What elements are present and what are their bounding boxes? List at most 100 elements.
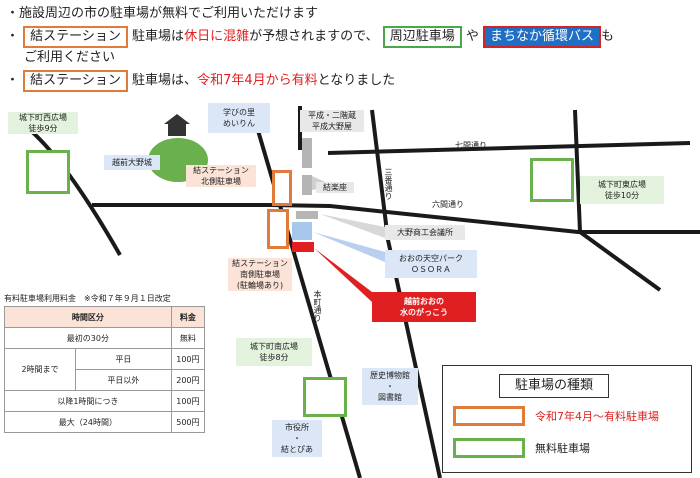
- building-heisei: [302, 138, 312, 168]
- table-cell: 以降1時間につき: [4, 390, 172, 412]
- table-header-row: 時間区分 料金: [4, 306, 206, 328]
- label-heisei: 平成・二階蔵 平成大野屋: [300, 110, 364, 132]
- loop-bus-box: まちなか循環バス: [483, 26, 602, 48]
- parking-yui-south: [267, 209, 289, 249]
- label-yuirakuza: 結楽座: [316, 182, 354, 193]
- label-east-plaza: 城下町東広場 徒歩10分: [580, 176, 664, 204]
- notice-text: ご利用ください: [24, 50, 116, 65]
- label-line: 水のがっこう: [400, 308, 448, 317]
- label-line: ＯＳＯＲＡ: [411, 265, 451, 274]
- fee-table: 時間区分 料金 最初の30分 無料 2時間まで 平日 100円 平日以外 200…: [4, 306, 206, 433]
- label-osora: おおの天空パーク ＯＳＯＲＡ: [385, 250, 477, 278]
- label-museum: 歴史博物館 ・ 図書館: [362, 368, 418, 405]
- label-south-plaza: 城下町南広場 徒歩8分: [236, 338, 312, 366]
- label-line: 結ステーション: [232, 259, 288, 268]
- table-cell: 2時間まで: [4, 348, 76, 391]
- notice-text: 駐車場は、: [132, 73, 198, 88]
- label-line: 城下町南広場: [250, 342, 298, 351]
- label-line: おおの天空パーク: [399, 254, 463, 263]
- label-honmachi: 本町通り: [313, 290, 322, 322]
- notice-line-2: ・ 結ステーション 駐車場は休日に混雑が予想されますので、 周辺駐車場 や まち…: [6, 26, 614, 48]
- label-line: 徒歩8分: [259, 353, 289, 362]
- table-cell: 平日以外: [75, 369, 172, 391]
- label-line: ・: [293, 434, 301, 443]
- notice-text: も: [601, 29, 615, 44]
- label-line: 結ステーション: [193, 166, 249, 175]
- label-yui-south: 結ステーション 南側駐車場 (駐輪場あり): [228, 258, 292, 291]
- notice-line-3: ご利用ください: [24, 48, 115, 68]
- label-line: 平成大野屋: [312, 122, 352, 131]
- label-line: ・: [386, 382, 394, 391]
- label-line: 北側駐車場: [201, 177, 241, 186]
- table-row: 平日以外 200円: [5, 369, 206, 391]
- label-shokokai: 大野商工会議所: [385, 225, 465, 240]
- road-east: [573, 109, 662, 292]
- road-sanban: [370, 109, 442, 478]
- notice-line-4: ・ 結ステーション 駐車場は、令和7年4月から有料となりました: [6, 70, 395, 92]
- table-cell: 200円: [170, 369, 206, 391]
- legend-paid-swatch: [453, 406, 525, 426]
- label-line: 歴史博物館: [370, 371, 410, 380]
- road-rokken: [269, 203, 700, 234]
- road-shichiken: [327, 141, 691, 155]
- label-west-plaza: 城下町西広場 徒歩9分: [8, 112, 78, 134]
- notice-red-text: 令和7年4月から有料: [197, 73, 318, 88]
- label-line: めいりん: [223, 119, 255, 128]
- label-line: 城下町西広場: [19, 113, 67, 122]
- parking-east-plaza: [530, 158, 574, 202]
- legend-paid-label: 令和7年4月～有料駐車場: [535, 410, 659, 423]
- label-line: 徒歩9分: [28, 124, 58, 133]
- table-cell: 無料: [170, 327, 206, 349]
- label-yui-north: 結ステーション 北側駐車場: [186, 165, 256, 187]
- notice-text: が予想されますので、: [249, 29, 379, 44]
- label-line: 結とぴあ: [281, 445, 313, 454]
- callout-osora: [313, 232, 385, 262]
- parking-west-plaza: [26, 150, 70, 194]
- notice-text: 駐車場は: [132, 29, 185, 44]
- legend: 駐車場の種類 令和7年4月～有料駐車場 無料駐車場: [442, 365, 692, 473]
- table-header: 料金: [170, 306, 206, 328]
- label-line: 徒歩10分: [604, 191, 640, 200]
- notice-red-text: 休日に混雑: [184, 29, 250, 44]
- bullet: ・: [6, 29, 20, 44]
- label-city-hall: 市役所 ・ 結とぴあ: [272, 420, 322, 457]
- table-cell: 500円: [170, 411, 206, 433]
- label-line: 城下町東広場: [598, 180, 646, 189]
- table-cell: 100円: [170, 390, 206, 412]
- label-shichiken: 七間通り: [455, 141, 487, 150]
- yui-station-box: 結ステーション: [23, 70, 128, 92]
- notice-text: や: [465, 29, 479, 44]
- table-row: 以降1時間につき 100円: [4, 390, 206, 412]
- label-line: (駐輪場あり): [236, 281, 284, 290]
- table-cell: 最初の30分: [4, 327, 172, 349]
- legend-free-swatch: [453, 438, 525, 458]
- legend-free-label: 無料駐車場: [535, 442, 590, 455]
- table-row: 2時間まで 平日 100円: [4, 348, 206, 391]
- yui-station-box: 結ステーション: [23, 26, 128, 48]
- legend-title: 駐車場の種類: [499, 374, 609, 398]
- parking-yui-north: [272, 170, 292, 206]
- label-mizu: 越前おおの 水のがっこう: [372, 292, 476, 322]
- label-manabi: 学びの里 めいりん: [208, 103, 270, 133]
- fee-table-title: 有料駐車場利用料金 ※令和７年９月１日改定: [4, 294, 171, 303]
- bullet: ・: [6, 73, 20, 88]
- notice-text: ・施設周辺の市の駐車場が無料でご利用いただけます: [6, 6, 319, 21]
- label-line: 学びの里: [223, 108, 255, 117]
- label-line: 図書館: [378, 393, 402, 402]
- label-ono-castle: 越前大野城: [104, 155, 160, 170]
- label-line: 越前おおの: [404, 297, 444, 306]
- table-row: 最大（24時間） 500円: [4, 411, 206, 433]
- label-sanban: 三番通り: [384, 168, 393, 200]
- nearby-parking-box: 周辺駐車場: [382, 26, 462, 48]
- callout-shokokai: [320, 214, 385, 238]
- notice-text: となりました: [317, 73, 396, 88]
- castle-roof: [164, 114, 190, 124]
- label-line: 市役所: [285, 423, 309, 432]
- mizu-building: [292, 242, 314, 252]
- table-cell: 平日: [75, 348, 172, 370]
- table-header: 時間区分: [4, 306, 172, 328]
- building-shokokai: [296, 211, 318, 219]
- building-yuirakuza: [302, 175, 312, 195]
- label-line: 平成・二階蔵: [308, 111, 356, 120]
